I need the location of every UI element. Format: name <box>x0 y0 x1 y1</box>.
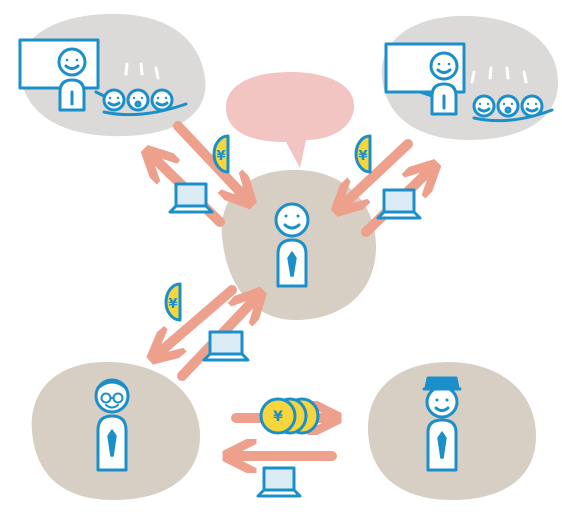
coin-symbol: ¥ <box>273 409 283 425</box>
arrow-to-center-from-top-left <box>173 121 244 196</box>
coin-icon: ¥ <box>354 134 372 174</box>
coin-symbol: ¥ <box>216 149 225 164</box>
tie-icon <box>437 431 447 459</box>
speech-bubble <box>225 72 355 168</box>
laptop-icon <box>168 182 214 214</box>
coin-icon: ¥ <box>164 282 182 322</box>
person-with-tie-icon <box>274 202 310 288</box>
coin-symbol: ¥ <box>168 297 177 312</box>
tie-icon <box>287 251 297 277</box>
coin-icon: ¥ <box>212 134 230 174</box>
coin-stack-icon: ¥ <box>259 397 320 435</box>
audience-face <box>472 94 496 118</box>
person-with-glasses-icon <box>94 378 130 472</box>
audience-face <box>102 88 126 112</box>
coin-symbol: ¥ <box>358 149 367 164</box>
laptop-icon <box>256 466 302 498</box>
arrow-to-bottom-left-from-center <box>160 285 237 352</box>
laptop-icon <box>376 188 422 220</box>
person-head <box>274 202 310 238</box>
person-head <box>425 385 459 419</box>
laptop-icon <box>202 330 250 362</box>
person-head <box>94 378 130 414</box>
audience-face <box>150 88 174 112</box>
lecturer-head <box>57 47 87 77</box>
lecturer-head <box>429 51 459 81</box>
tie-icon <box>107 429 117 457</box>
audience-face <box>126 88 150 112</box>
arrow-to-center-from-top-right <box>344 139 413 204</box>
lecturer-with-audience-icon <box>384 42 554 123</box>
person-with-cap-icon <box>422 376 462 472</box>
lecturer-with-audience-icon <box>18 38 188 117</box>
audience-face <box>496 94 520 118</box>
